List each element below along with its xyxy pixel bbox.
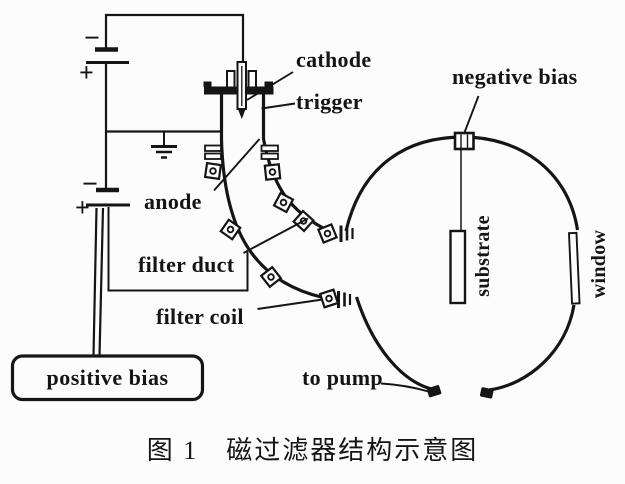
cathode-flange (203, 81, 274, 95)
cathode-label: cathode (296, 47, 372, 72)
battery-2 (86, 187, 130, 207)
duct-chamber-flanges (337, 225, 354, 308)
feedthrough-body (453, 131, 475, 151)
battery-2-minus-sign: − (82, 169, 98, 200)
cathode-bushing-left (226, 70, 236, 90)
cathode-bushing-right (247, 70, 257, 90)
flange-ring (204, 152, 222, 160)
duct-entrance-flanges (204, 144, 279, 160)
filter-duct (219, 94, 332, 300)
flange-tab-right (264, 81, 273, 87)
flange-tab-left (203, 81, 212, 87)
to-pump-label: to pump (302, 365, 383, 390)
cathode-tip (237, 108, 246, 119)
battery-2-plus-sign: + (75, 193, 90, 222)
pump-flange-left (426, 385, 442, 398)
positive-bias-box (10, 354, 205, 402)
battery-1-plus-sign: + (79, 58, 94, 87)
coil-symbol (318, 288, 340, 309)
filter-duct-leader-line (243, 217, 309, 254)
flange-ring (204, 144, 222, 152)
anode-leader-line (213, 138, 261, 192)
filter-duct-label: filter duct (138, 252, 235, 277)
chamber-shell-left-lower (354, 296, 436, 392)
flange-bar-right (246, 86, 274, 95)
battery-1-minus-sign: − (84, 23, 100, 54)
cathode-assembly (203, 61, 274, 119)
leader-lines (213, 71, 480, 393)
positive-bias-leader-right (98, 207, 105, 357)
anode-label: anode (144, 189, 202, 214)
pump-flange-right (479, 387, 494, 399)
wire-bias-loop (107, 207, 249, 292)
filter-duct-outer-wall (219, 94, 324, 300)
positive-bias-leader-left (92, 207, 98, 357)
circuit-wiring (92, 13, 249, 357)
coil-symbol (219, 218, 242, 241)
coil-symbol (316, 222, 339, 245)
coil-symbol (203, 161, 223, 181)
coil-symbol (272, 191, 295, 214)
pump-opening (426, 385, 494, 399)
negative-bias-leader-line (463, 95, 480, 133)
cathode-leader-line (246, 71, 294, 101)
window-label: window (588, 229, 610, 299)
filter-coil-windings (203, 161, 340, 309)
substrate-plate (449, 229, 467, 305)
flange-bar-left (204, 86, 237, 95)
positive-bias-label: positive bias (46, 365, 169, 390)
figure-caption: 图 1 磁过滤器结构示意图 (146, 436, 479, 465)
chamber-shell-right-lower (486, 304, 576, 393)
flange-ring (260, 152, 279, 160)
filter-duct-inner-wall (261, 94, 332, 234)
flange-ring (260, 144, 279, 152)
battery-1 (86, 47, 129, 64)
filter-coil-label: filter coil (156, 304, 244, 329)
window-port (567, 231, 581, 305)
negative-bias-label: negative bias (452, 64, 578, 89)
substrate-label: substrate (472, 215, 494, 297)
ground-symbol (151, 132, 177, 159)
coil-symbol (259, 265, 283, 289)
vacuum-chamber (344, 131, 581, 399)
negative-bias-feedthrough (453, 131, 475, 151)
coil-symbol (263, 163, 282, 181)
trigger-label: trigger (296, 89, 363, 114)
to-pump-leader-line (380, 382, 429, 393)
wire-cathode-supply (104, 13, 245, 63)
filter-coil-leader-line (257, 298, 323, 310)
trigger-leader-line (261, 102, 296, 110)
